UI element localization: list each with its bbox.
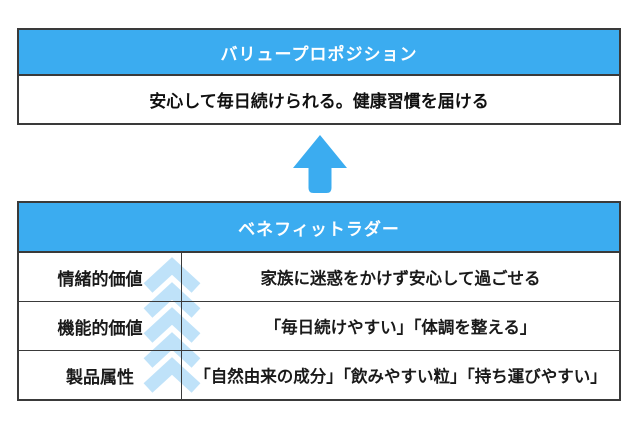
ladder-chevrons-up-icon [143,257,201,393]
up-arrow-icon [293,135,347,193]
benefit-ladder-table: 情緒的価値 家族に迷惑をかけず安心して過ごせる 機能的価値 「毎日続けやすい」「… [19,253,619,399]
ladder-row-label: 製品属性 [19,351,182,399]
ladder-row-attributes: 製品属性 「自然由来の成分」「飲みやすい粒」「持ち運びやすい」 [19,350,619,399]
ladder-row-value: 「毎日続けやすい」「体調を整える」 [264,319,537,337]
value-proposition-header: バリュープロポジション [19,30,619,76]
benefit-ladder-box: ベネフィットラダー 情緒的価値 家族に迷惑をかけず安心して過ごせる 機能的価値 … [17,201,621,401]
ladder-row-value: 家族に迷惑をかけず安心して過ごせる [260,270,541,288]
benefit-ladder-header: ベネフィットラダー [19,203,619,253]
ladder-row-functional: 機能的価値 「毎日続けやすい」「体調を整える」 [19,301,619,350]
value-proposition-statement: 安心して毎日続けられる。健康習慣を届ける [19,76,619,123]
ladder-row-value: 「自然由来の成分」「飲みやすい粒」「持ち運びやすい」 [194,368,607,386]
value-proposition-box: バリュープロポジション 安心して毎日続けられる。健康習慣を届ける [17,28,621,125]
ladder-row-emotional: 情緒的価値 家族に迷惑をかけず安心して過ごせる [19,253,619,301]
ladder-row-label: 情緒的価値 [19,253,182,301]
ladder-row-label: 機能的価値 [19,302,182,350]
